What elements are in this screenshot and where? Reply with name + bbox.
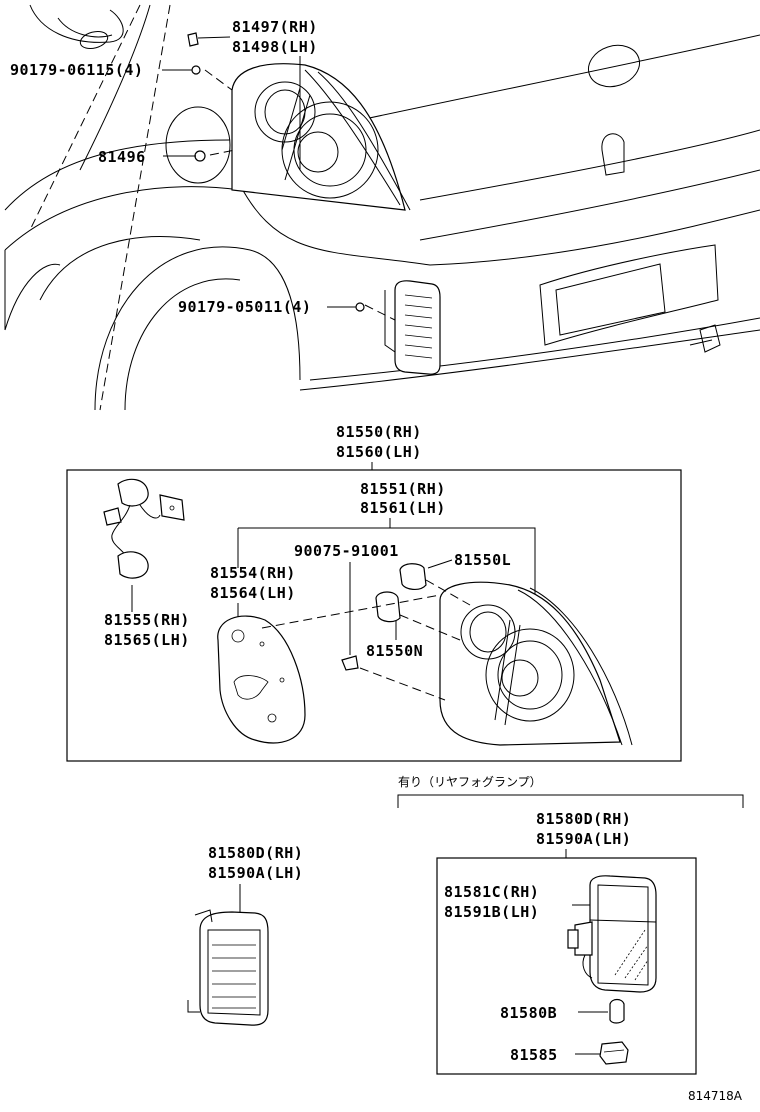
label-81590a-lh-left: 81590A(LH) bbox=[208, 864, 303, 882]
bracket-lens-body bbox=[238, 527, 536, 600]
label-81497-rh: 81497(RH) bbox=[232, 18, 318, 36]
bulb-l-icon bbox=[399, 563, 427, 590]
fog-section-bracket bbox=[397, 794, 744, 808]
label-81580d-rh-left: 81580D(RH) bbox=[208, 844, 303, 862]
fog-bulb-icon bbox=[609, 998, 625, 1024]
gasket-icon bbox=[217, 615, 306, 744]
reflector-grille-top bbox=[404, 294, 433, 359]
label-81565-lh: 81565(LH) bbox=[104, 631, 190, 649]
lamp-assembly-box bbox=[66, 469, 682, 762]
label-81561-lh: 81561(LH) bbox=[360, 499, 446, 517]
tail-lamp-body bbox=[439, 581, 633, 746]
label-81560-lh: 81560(LH) bbox=[336, 443, 422, 461]
label-81590a-lh-fog: 81590A(LH) bbox=[536, 830, 631, 848]
label-81580d-rh-fog: 81580D(RH) bbox=[536, 810, 631, 828]
wire-harness-icon bbox=[103, 478, 185, 579]
fog-lamp-icon bbox=[567, 875, 657, 993]
leader-lines-top bbox=[162, 36, 356, 308]
label-81564-lh: 81564(LH) bbox=[210, 584, 296, 602]
label-81498-lh: 81498(LH) bbox=[232, 38, 318, 56]
fog-socket-icon bbox=[599, 1041, 629, 1065]
label-81496: 81496 bbox=[98, 148, 146, 166]
diagram-code: 814718A bbox=[688, 1089, 743, 1103]
label-81591b-lh: 81591B(LH) bbox=[444, 903, 539, 921]
label-81550l: 81550L bbox=[454, 551, 511, 569]
label-81555-rh: 81555(RH) bbox=[104, 611, 190, 629]
assembly-guides bbox=[261, 579, 471, 701]
label-81581c-rh: 81581C(RH) bbox=[444, 883, 539, 901]
label-81550n: 81550N bbox=[366, 642, 423, 660]
bulb-n-icon bbox=[375, 591, 401, 623]
label-90075-91001: 90075-91001 bbox=[294, 542, 399, 560]
label-81554-rh: 81554(RH) bbox=[210, 564, 296, 582]
label-81551-rh: 81551(RH) bbox=[360, 480, 446, 498]
car-body-illustration bbox=[4, 4, 760, 411]
label-81550-rh: 81550(RH) bbox=[336, 423, 422, 441]
label-81585: 81585 bbox=[510, 1046, 558, 1064]
label-90179-05011: 90179-05011(4) bbox=[178, 298, 311, 316]
clip-icon bbox=[187, 32, 365, 312]
label-81580b: 81580B bbox=[500, 1004, 557, 1022]
fog-lamp-box bbox=[436, 857, 697, 1075]
label-90179-06115: 90179-06115(4) bbox=[10, 61, 143, 79]
fog-section-header: 有り（リヤフォグランプ） bbox=[398, 775, 542, 789]
side-reflector-icon bbox=[187, 909, 269, 1026]
screw-icon bbox=[341, 655, 359, 671]
